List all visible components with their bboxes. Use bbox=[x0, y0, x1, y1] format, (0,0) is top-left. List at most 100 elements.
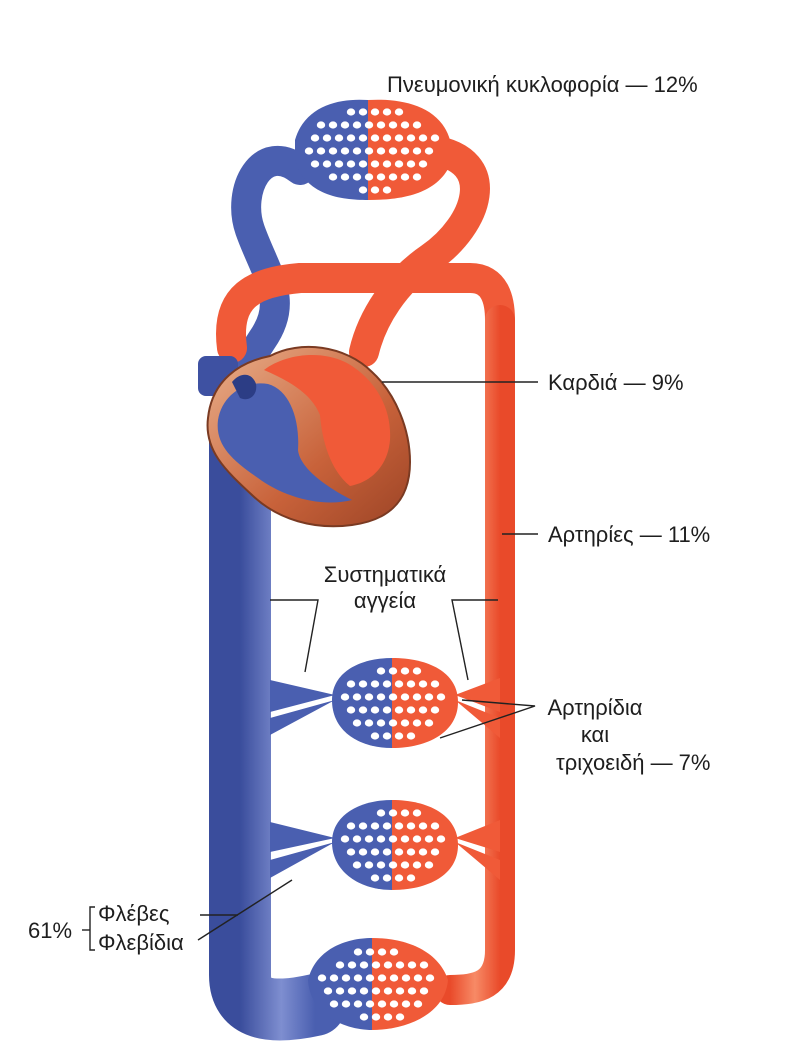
capillary-hole bbox=[335, 961, 345, 969]
capillary-hole bbox=[329, 974, 339, 982]
capillary-hole bbox=[358, 108, 368, 116]
capillary-hole bbox=[406, 848, 416, 856]
capillary-hole bbox=[401, 1000, 411, 1008]
capillary-hole bbox=[382, 848, 392, 856]
capillary-hole bbox=[400, 693, 410, 701]
capillary-hole bbox=[352, 861, 362, 869]
capillary-hole bbox=[412, 173, 422, 181]
capillary-hole bbox=[364, 861, 374, 869]
capillary-hole bbox=[359, 961, 369, 969]
arterioles-label-line1: Αρτηρίδια bbox=[547, 695, 643, 720]
capillary-hole bbox=[346, 680, 356, 688]
capillary-hole bbox=[382, 706, 392, 714]
capillary-hole bbox=[418, 848, 428, 856]
capillary-hole bbox=[388, 835, 398, 843]
capillary-hole bbox=[407, 961, 417, 969]
capillary-hole bbox=[377, 1000, 387, 1008]
capillary-hole bbox=[358, 186, 368, 194]
capillary-hole bbox=[400, 121, 410, 129]
capillary-hole bbox=[388, 809, 398, 817]
capillary-hole bbox=[358, 848, 368, 856]
capillary-hole bbox=[430, 706, 440, 714]
capillary-hole bbox=[394, 822, 404, 830]
capillary-hole bbox=[418, 160, 428, 168]
capillary-hole bbox=[388, 173, 398, 181]
aortic-arch bbox=[216, 263, 515, 363]
capillary-hole bbox=[364, 121, 374, 129]
capillary-hole bbox=[370, 706, 380, 714]
capillary-hole bbox=[364, 173, 374, 181]
capillary-hole bbox=[383, 961, 393, 969]
capillary-hole bbox=[364, 147, 374, 155]
venules-label: Φλεβίδια bbox=[98, 930, 184, 955]
capillary-hole bbox=[310, 160, 320, 168]
capillary-hole bbox=[376, 861, 386, 869]
capillary-hole bbox=[389, 1000, 399, 1008]
capillary-hole bbox=[400, 173, 410, 181]
capillary-hole bbox=[365, 948, 375, 956]
capillary-hole bbox=[394, 732, 404, 740]
capillary-hole bbox=[412, 693, 422, 701]
capillary-hole bbox=[365, 974, 375, 982]
systemic-capillary-bed-1 bbox=[270, 658, 500, 748]
capillary-hole bbox=[400, 667, 410, 675]
capillary-hole bbox=[424, 835, 434, 843]
capillary-hole bbox=[388, 147, 398, 155]
capillary-hole bbox=[371, 987, 381, 995]
capillary-hole bbox=[424, 719, 434, 727]
capillary-hole bbox=[394, 160, 404, 168]
capillary-hole bbox=[352, 121, 362, 129]
capillary-hole bbox=[353, 1000, 363, 1008]
pulmonary-circulation-label: Πνευμονική κυκλοφορία — 12% bbox=[387, 72, 698, 97]
capillary-hole bbox=[394, 680, 404, 688]
systemic-vessels-label-line2: αγγεία bbox=[353, 588, 417, 613]
capillary-hole bbox=[395, 1013, 405, 1021]
capillary-hole bbox=[328, 173, 338, 181]
capillary-hole bbox=[359, 987, 369, 995]
descending-artery bbox=[435, 305, 515, 1005]
capillary-hole bbox=[424, 693, 434, 701]
capillary-hole bbox=[412, 147, 422, 155]
capillary-hole bbox=[412, 719, 422, 727]
capillary-hole bbox=[394, 108, 404, 116]
capillary-hole bbox=[352, 835, 362, 843]
capillary-hole bbox=[418, 134, 428, 142]
capillary-hole bbox=[346, 848, 356, 856]
capillary-hole bbox=[352, 693, 362, 701]
capillary-hole bbox=[400, 147, 410, 155]
capillary-hole bbox=[376, 667, 386, 675]
capillary-hole bbox=[382, 732, 392, 740]
capillary-hole bbox=[346, 160, 356, 168]
capillary-hole bbox=[388, 719, 398, 727]
capillary-hole bbox=[364, 719, 374, 727]
capillary-hole bbox=[406, 822, 416, 830]
capillary-hole bbox=[406, 732, 416, 740]
capillary-hole bbox=[406, 874, 416, 882]
veins-percent-label: 61% bbox=[28, 918, 73, 943]
capillary-hole bbox=[352, 173, 362, 181]
capillary-hole bbox=[316, 147, 326, 155]
capillary-hole bbox=[413, 1000, 423, 1008]
capillary-hole bbox=[316, 121, 326, 129]
veins-label: Φλέβες bbox=[98, 901, 170, 926]
capillary-hole bbox=[394, 134, 404, 142]
capillary-hole bbox=[334, 160, 344, 168]
capillary-hole bbox=[346, 822, 356, 830]
capillary-hole bbox=[419, 987, 429, 995]
capillary-hole bbox=[406, 134, 416, 142]
capillary-hole bbox=[358, 160, 368, 168]
capillary-hole bbox=[412, 667, 422, 675]
capillary-hole bbox=[376, 173, 386, 181]
capillary-hole bbox=[382, 874, 392, 882]
leader-lines bbox=[82, 381, 538, 951]
capillary-hole bbox=[400, 835, 410, 843]
capillary-hole bbox=[371, 1013, 381, 1021]
capillary-hole bbox=[370, 822, 380, 830]
capillary-hole bbox=[376, 809, 386, 817]
capillary-hole bbox=[376, 147, 386, 155]
capillary-hole bbox=[347, 961, 357, 969]
capillary-hole bbox=[394, 706, 404, 714]
capillary-hole bbox=[377, 974, 387, 982]
arteries-label: Αρτηρίες — 11% bbox=[548, 522, 711, 547]
capillary-hole bbox=[377, 948, 387, 956]
